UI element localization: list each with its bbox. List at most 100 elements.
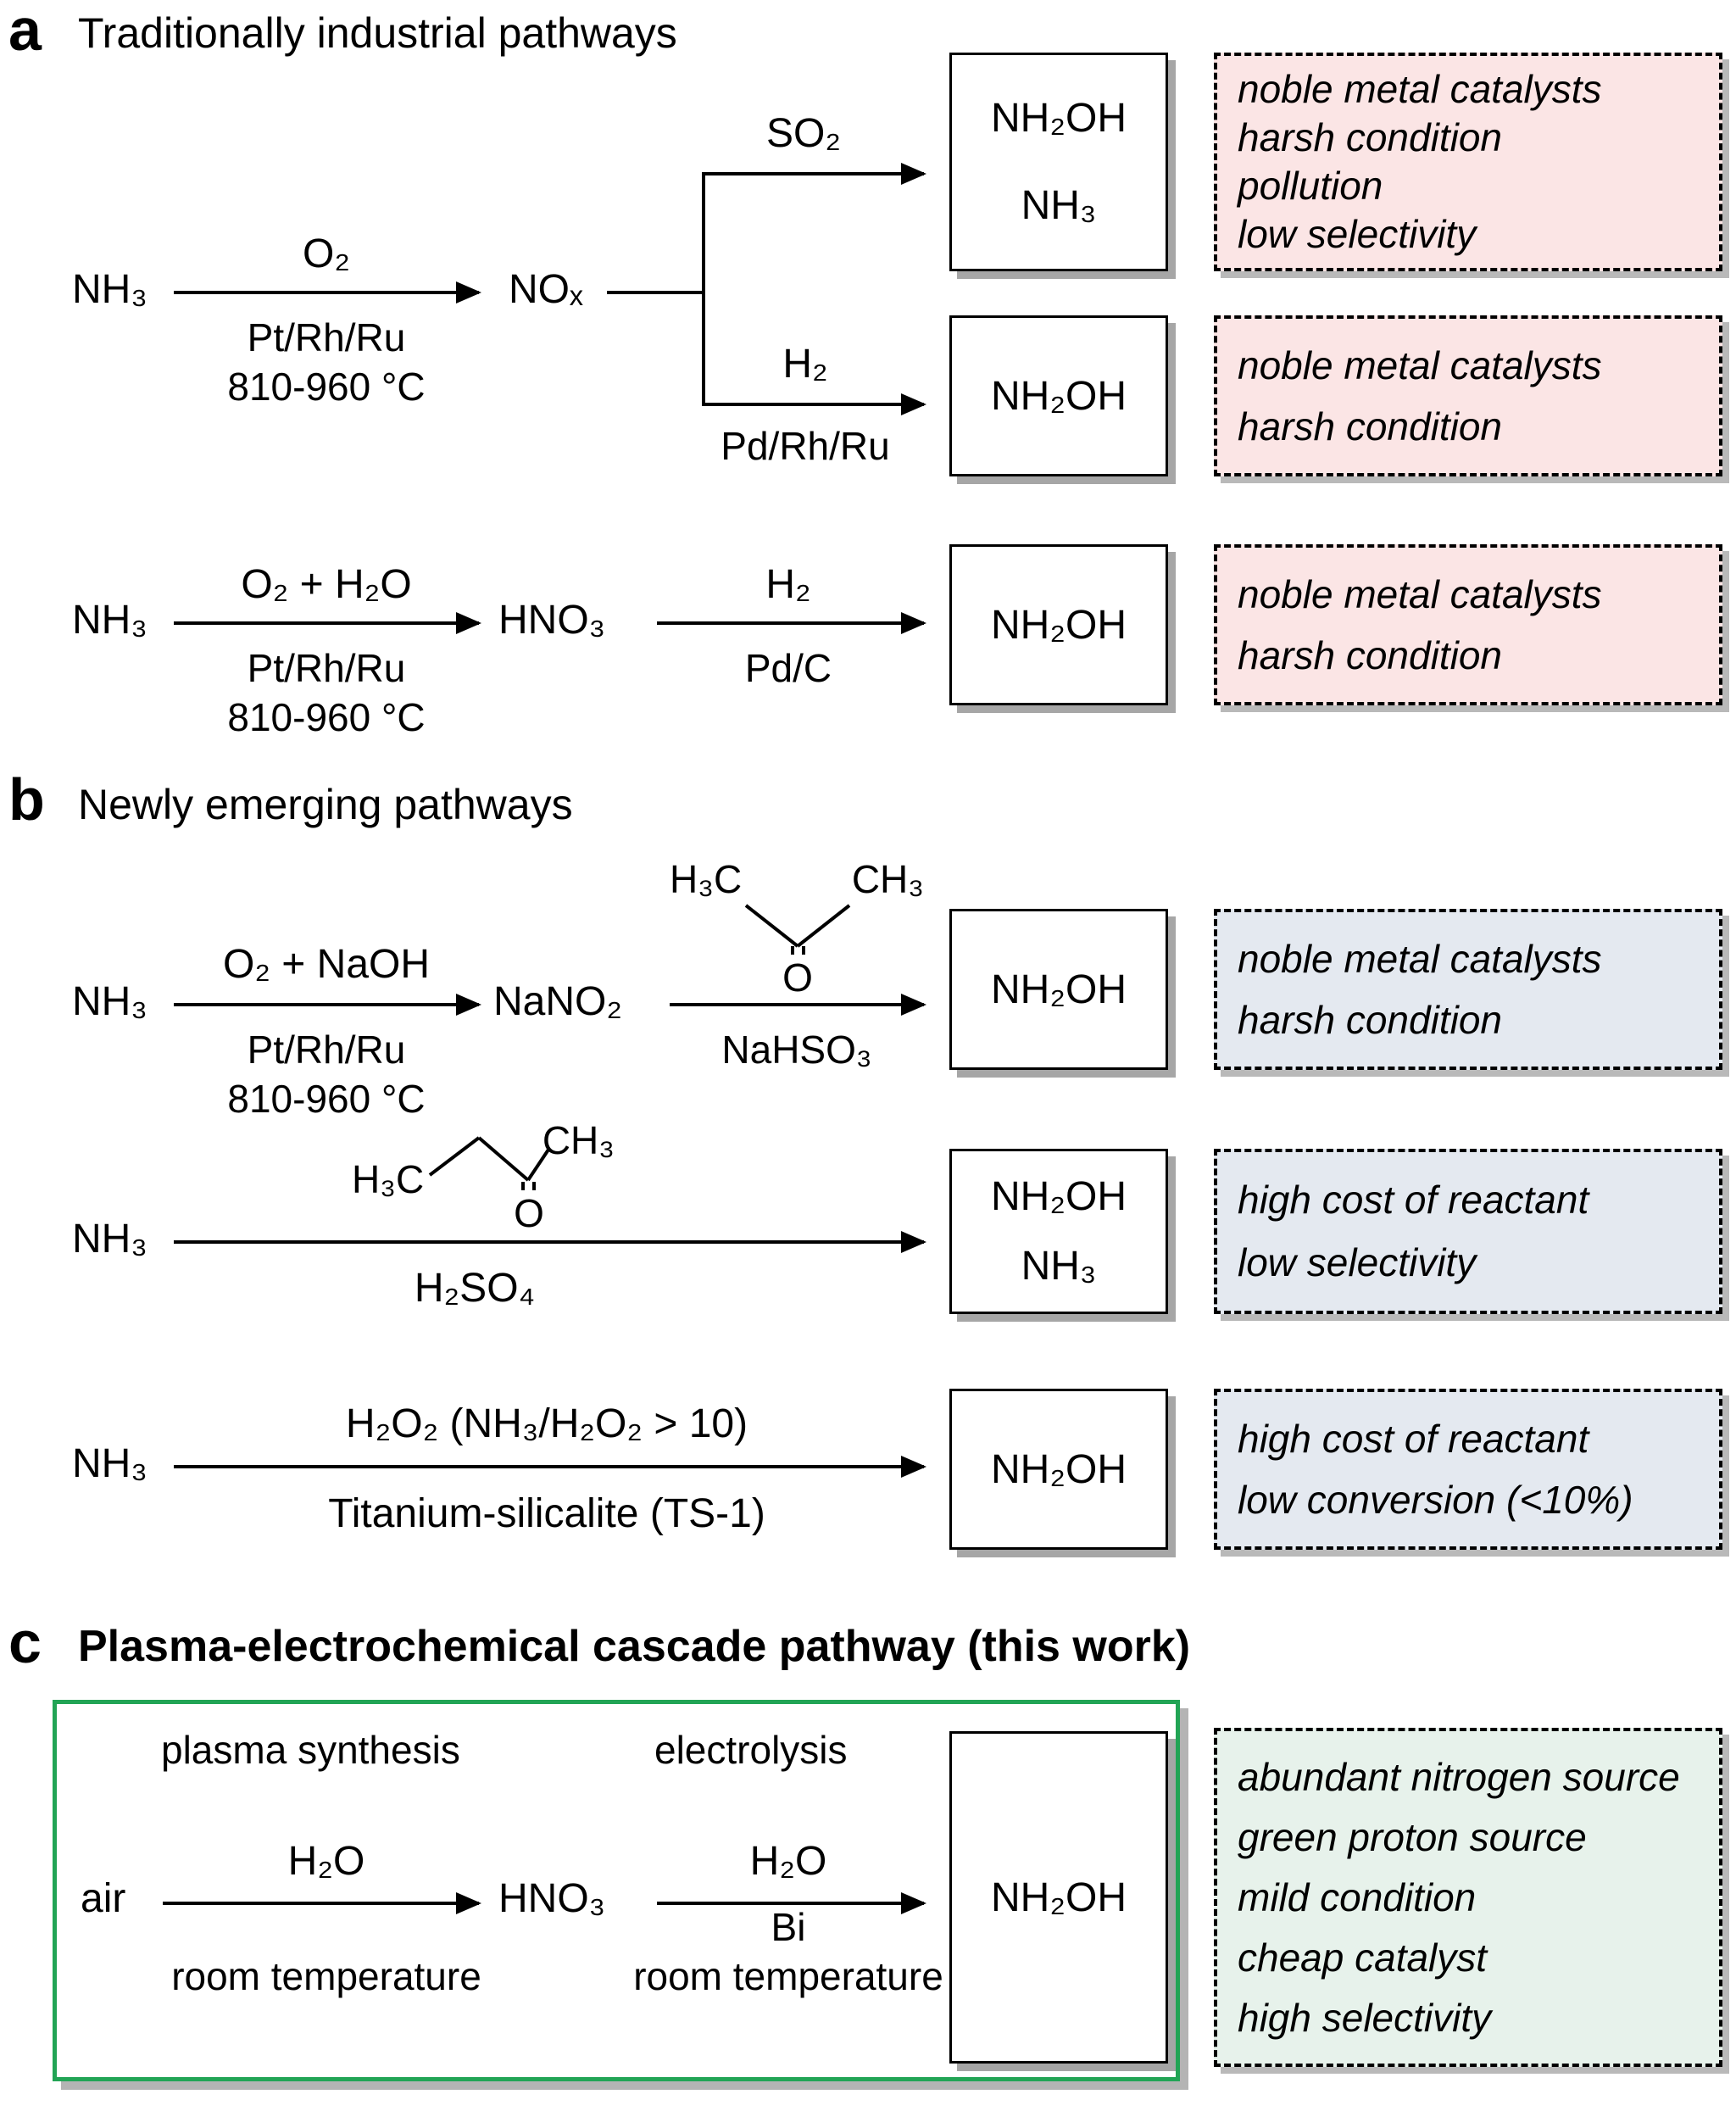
intermediate-formula: HNO₃	[498, 1876, 606, 1921]
product-box: NH₂OH	[949, 315, 1168, 476]
stage-label: electrolysis	[654, 1728, 848, 1772]
product-box: NH₂OH	[949, 1389, 1168, 1550]
note-line: noble metal catalysts	[1238, 571, 1602, 616]
panel-a-title: Traditionally industrial pathways	[78, 9, 677, 57]
arrow-label-above: H₂O	[749, 1839, 827, 1884]
arrow-label-below: Pt/Rh/Ru	[247, 315, 406, 359]
acetone-bonds	[744, 904, 851, 955]
methyl-group-label: H₃C	[352, 1157, 425, 1201]
product-formula: NH₂OH	[991, 373, 1127, 419]
arrow-label-below: 810-960 °C	[227, 1077, 426, 1121]
drawback-note-box: noble metal catalysts harsh condition	[1214, 315, 1722, 476]
reaction-arrow	[657, 1902, 924, 1905]
stage-label: plasma synthesis	[161, 1728, 460, 1772]
arrow-label-above: O₂ + NaOH	[222, 942, 431, 987]
arrow-label-below: Bi	[771, 1905, 806, 1949]
oxygen-atom-label: O	[514, 1191, 544, 1235]
branch-vertical-line	[702, 172, 705, 406]
reaction-arrow	[670, 1003, 924, 1006]
note-line: green proton source	[1238, 1814, 1587, 1859]
reaction-arrow	[174, 621, 479, 625]
product-formula: NH₂OH	[991, 1446, 1127, 1492]
product-box: NH₂OH	[949, 1731, 1168, 2064]
intermediate-formula: HNO₃	[498, 598, 606, 643]
note-line: harsh condition	[1238, 404, 1502, 448]
branch-connector-line	[607, 291, 704, 294]
note-line: abundant nitrogen source	[1238, 1754, 1680, 1799]
arrow-label-above: H₂	[782, 342, 828, 387]
reactant-formula: NH₃	[72, 979, 147, 1024]
product-formula: NH₂OH	[991, 602, 1127, 648]
product-box: NH₂OH NH₃	[949, 53, 1168, 271]
arrow-label-above: H₂	[765, 562, 811, 607]
product-formula: NH₂OH	[991, 96, 1127, 142]
reactant-formula: air	[81, 1876, 126, 1921]
drawback-note-box: high cost of reactant low conversion (<1…	[1214, 1389, 1722, 1550]
reactant-formula: NH₃	[72, 1217, 147, 1262]
drawback-note-box: noble metal catalysts harsh condition po…	[1214, 53, 1722, 271]
methyl-group-label: CH₃	[542, 1118, 615, 1162]
note-line: noble metal catalysts	[1238, 343, 1602, 387]
arrow-label-below: Pd/Rh/Ru	[721, 424, 890, 468]
arrow-label-below: Pd/C	[744, 646, 832, 690]
note-line: low conversion (<10%)	[1238, 1477, 1633, 1522]
panel-b-title: Newly emerging pathways	[78, 781, 573, 828]
note-line: high cost of reactant	[1238, 1178, 1589, 1223]
note-line: pollution	[1238, 164, 1383, 209]
note-line: low selectivity	[1238, 212, 1477, 257]
drawback-note-box: noble metal catalysts harsh condition	[1214, 909, 1722, 1070]
arrow-label-above: H₂O	[287, 1839, 365, 1884]
product-formula: NH₂OH	[991, 966, 1127, 1012]
product-box: NH₂OH NH₃	[949, 1149, 1168, 1314]
methyl-group-label: H₃C	[670, 857, 743, 901]
drawback-note-box: high cost of reactant low selectivity	[1214, 1149, 1722, 1314]
arrow-label-below: room temperature	[633, 1954, 943, 1998]
product-formula: NH₂OH	[991, 1174, 1127, 1220]
reaction-arrow	[657, 621, 924, 625]
panel-c-title: Plasma-electrochemical cascade pathway (…	[78, 1622, 1191, 1671]
reaction-arrow	[174, 1240, 924, 1244]
arrow-label-above: H₂O₂ (NH₃/H₂O₂ > 10)	[345, 1401, 748, 1446]
note-line: harsh condition	[1238, 115, 1502, 160]
branch-top-arrow	[702, 172, 924, 175]
product-formula: NH₂OH	[991, 1874, 1127, 1920]
advantage-note-box: abundant nitrogen source green proton so…	[1214, 1728, 1722, 2067]
note-line: noble metal catalysts	[1238, 67, 1602, 112]
arrow-label-above: SO₂	[766, 111, 841, 156]
arrow-label-below: 810-960 °C	[227, 365, 426, 409]
note-line: high cost of reactant	[1238, 1416, 1589, 1461]
product-formula: NH₃	[1021, 182, 1097, 228]
note-line: harsh condition	[1238, 997, 1502, 1042]
product-box: NH₂OH	[949, 909, 1168, 1070]
reactant-formula: NH₃	[72, 1441, 147, 1486]
panel-c-label: c	[8, 1609, 42, 1675]
note-line: cheap catalyst	[1238, 1935, 1488, 1980]
butanone-structure: H₃C CH₃ O	[352, 1121, 615, 1244]
panel-a-label: a	[8, 0, 42, 63]
arrow-label-below: 810-960 °C	[227, 695, 426, 739]
reactant-formula: NH₃	[72, 598, 147, 643]
product-box: NH₂OH	[949, 544, 1168, 705]
arrow-label-below: H₂SO₄	[414, 1266, 536, 1311]
arrow-label-below: room temperature	[171, 1954, 481, 1998]
butanone-bonds	[428, 1136, 550, 1190]
reaction-arrow	[174, 1465, 924, 1468]
reaction-arrow	[174, 291, 479, 294]
panel-b-label: b	[8, 766, 45, 833]
acetone-structure: H₃C CH₃ O	[670, 860, 924, 1004]
branch-bottom-arrow	[702, 403, 924, 406]
note-line: low selectivity	[1238, 1240, 1477, 1285]
note-line: mild condition	[1238, 1874, 1477, 1919]
reaction-arrow	[174, 1003, 479, 1006]
note-line: harsh condition	[1238, 632, 1502, 677]
arrow-label-above: O₂ + H₂O	[241, 562, 412, 607]
arrow-label-below: Pt/Rh/Ru	[247, 646, 406, 690]
oxygen-atom-label: O	[782, 955, 813, 1000]
intermediate-formula: NOₓ	[509, 267, 583, 312]
arrow-label-below: Pt/Rh/Ru	[247, 1028, 406, 1072]
reaction-arrow	[163, 1902, 479, 1905]
arrow-label-below: Titanium-silicalite (TS-1)	[328, 1491, 765, 1536]
methyl-group-label: CH₃	[851, 857, 924, 901]
note-line: noble metal catalysts	[1238, 936, 1602, 981]
